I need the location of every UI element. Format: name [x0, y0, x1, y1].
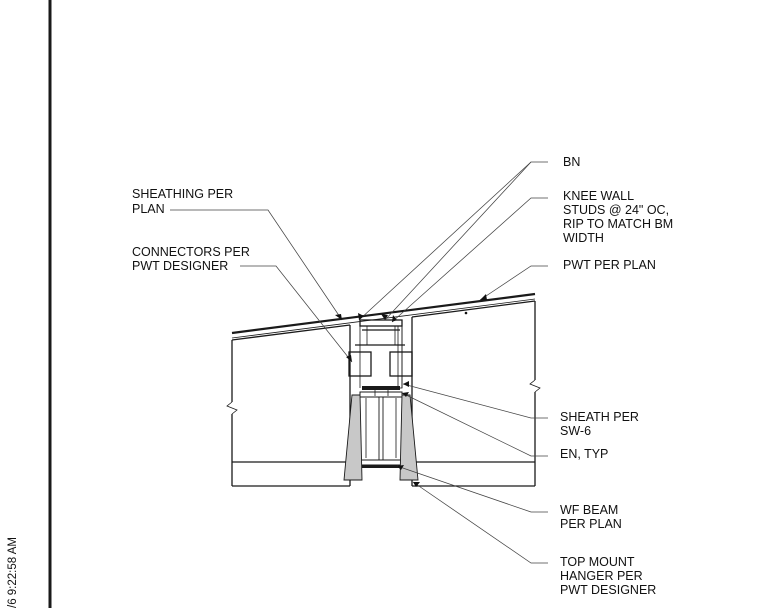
leader-lines — [170, 161, 548, 564]
svg-text:PER PLAN: PER PLAN — [560, 517, 622, 531]
svg-text:HANGER PER: HANGER PER — [560, 569, 643, 583]
callout-pwt-per-plan: PWT PER PLAN — [563, 258, 656, 272]
left-pwt-panel — [226, 324, 351, 487]
callout-top-mount-hanger: TOP MOUNT HANGER PER PWT DESIGNER — [560, 555, 656, 597]
left-connector — [348, 351, 372, 377]
svg-text:WF BEAM: WF BEAM — [560, 503, 618, 517]
right-pwt-panel — [411, 300, 541, 487]
knee-wall — [355, 319, 405, 389]
callout-bn: BN — [563, 155, 580, 169]
svg-text:SW-6: SW-6 — [560, 424, 591, 438]
svg-text:SHEATH PER: SHEATH PER — [560, 410, 639, 424]
print-timestamp: /6 9:22:58 AM — [7, 537, 19, 608]
roof-sheathing — [231, 292, 536, 339]
svg-text:RIP TO MATCH BM: RIP TO MATCH BM — [563, 217, 673, 231]
arrowheads — [335, 294, 487, 487]
callout-en-typ: EN, TYP — [560, 447, 608, 461]
callout-wf-beam: WF BEAM PER PLAN — [560, 503, 622, 531]
callout-knee-wall: KNEE WALL STUDS @ 24" OC, RIP TO MATCH B… — [563, 189, 673, 245]
left-hanger — [343, 394, 363, 481]
svg-text:CONNECTORS PER: CONNECTORS PER — [132, 245, 250, 259]
callout-sheathing: SHEATHING PER PLAN — [132, 187, 233, 216]
svg-text:TOP MOUNT: TOP MOUNT — [560, 555, 635, 569]
right-hanger — [399, 394, 419, 481]
callout-connectors: CONNECTORS PER PWT DESIGNER — [132, 245, 250, 273]
svg-text:PWT DESIGNER: PWT DESIGNER — [560, 583, 656, 597]
wf-beam — [359, 386, 403, 468]
callout-sheath-sw6: SHEATH PER SW-6 — [560, 410, 639, 438]
svg-text:STUDS @ 24" OC,: STUDS @ 24" OC, — [563, 203, 669, 217]
right-connector — [389, 351, 413, 377]
svg-text:WIDTH: WIDTH — [563, 231, 604, 245]
svg-text:KNEE WALL: KNEE WALL — [563, 189, 634, 203]
svg-text:PWT DESIGNER: PWT DESIGNER — [132, 259, 228, 273]
svg-text:SHEATHING PER: SHEATHING PER — [132, 187, 233, 201]
svg-text:PLAN: PLAN — [132, 202, 165, 216]
